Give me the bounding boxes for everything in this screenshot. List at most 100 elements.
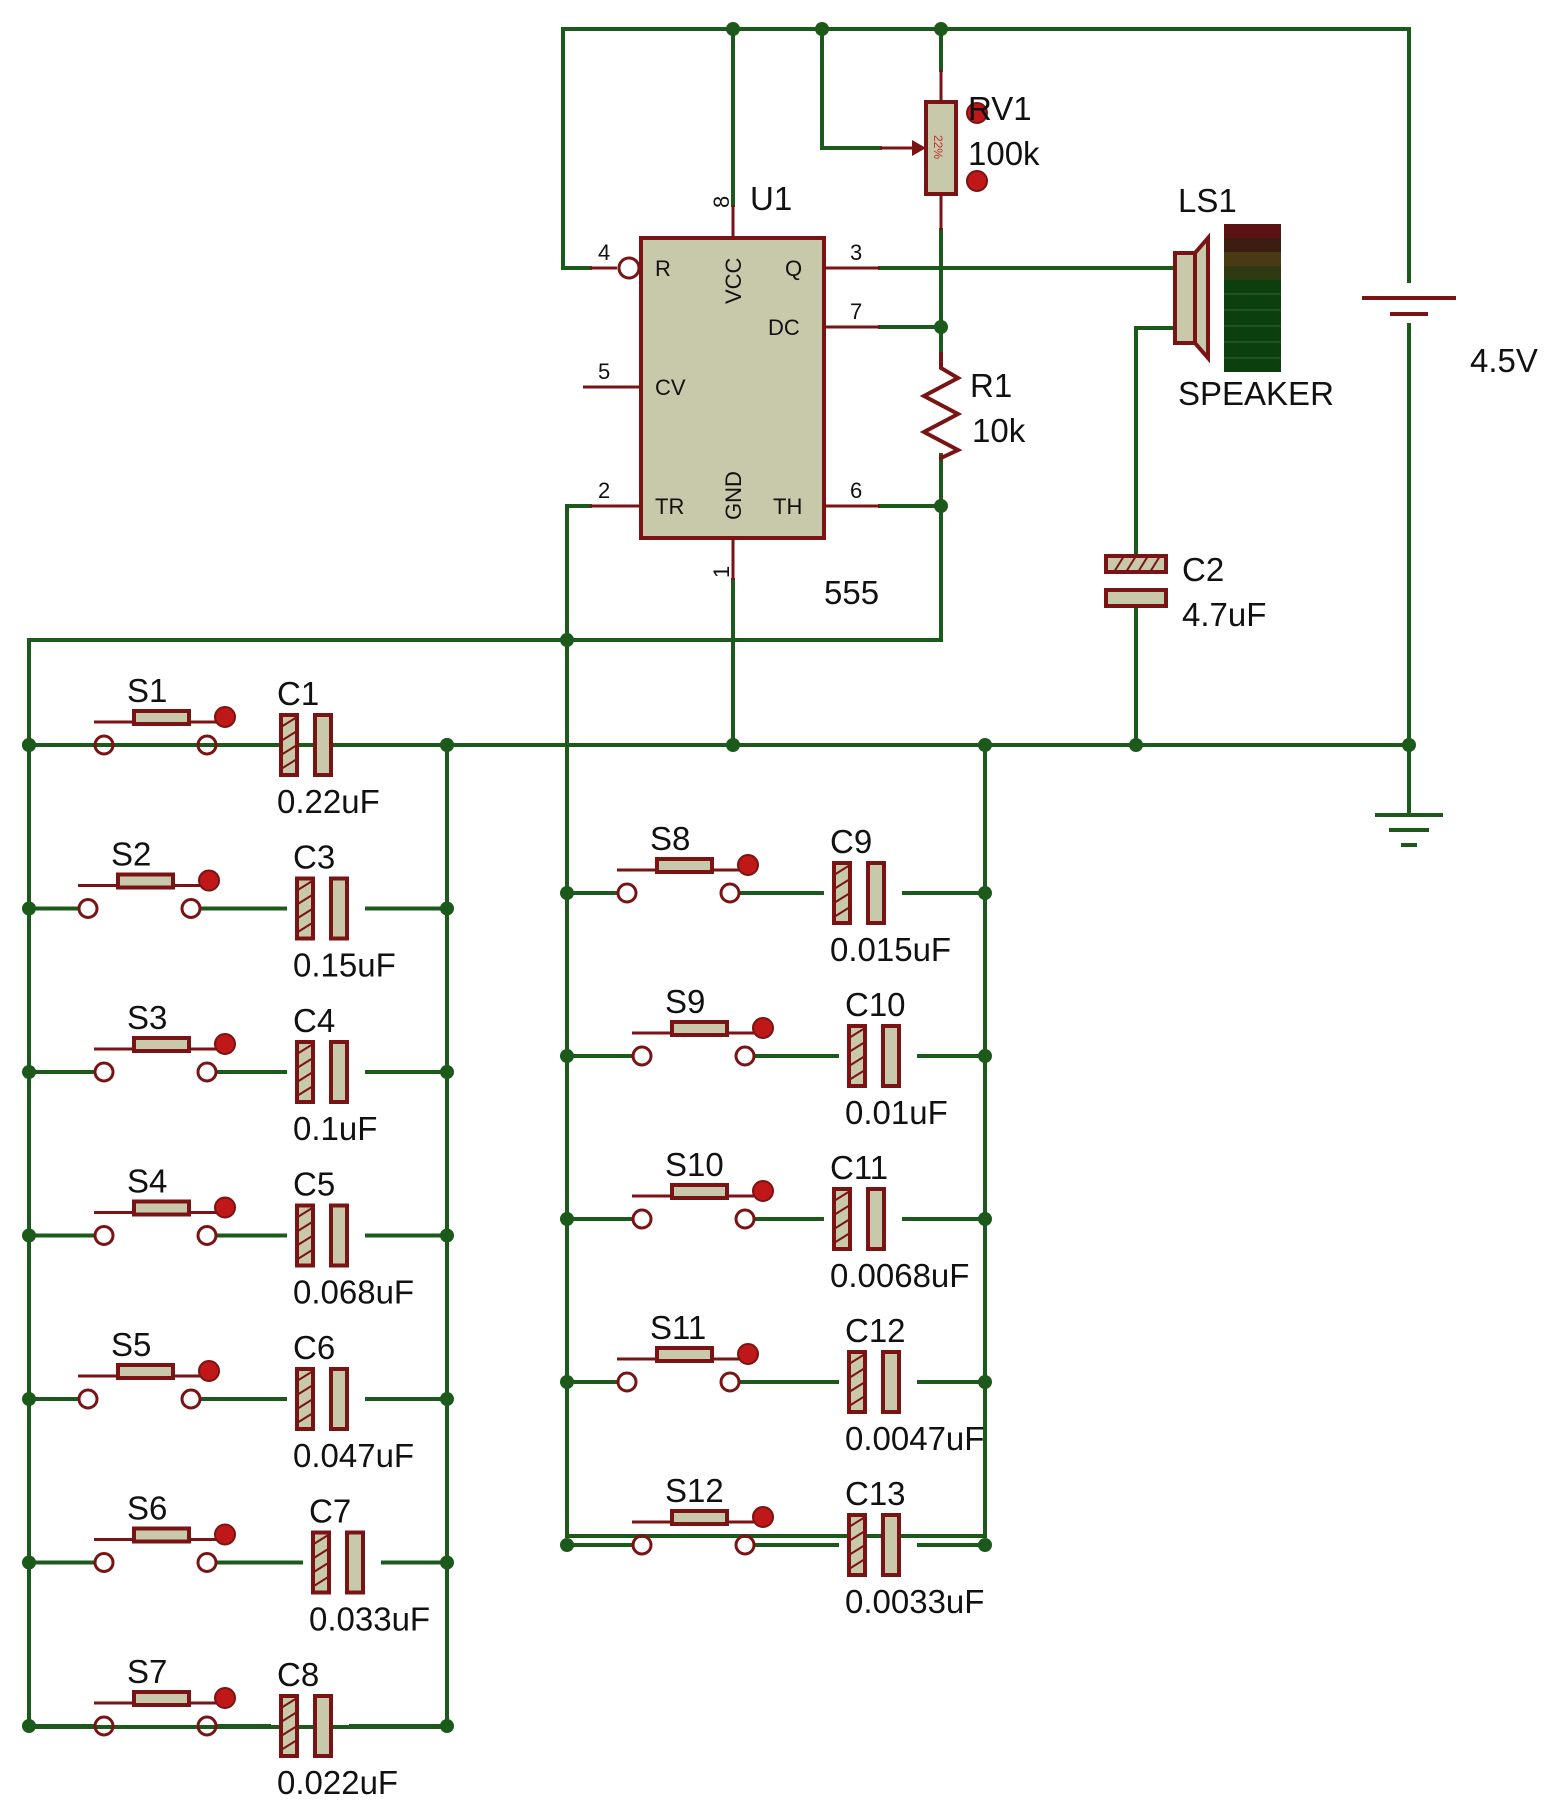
pin-num-th: 6 [850, 478, 862, 503]
pin-num-q: 3 [850, 240, 862, 265]
switch-probe-icon [752, 1506, 774, 1528]
potentiometer-rv1[interactable]: 22% RV1 100k [880, 70, 1040, 230]
capacitor-value-label: 0.01uF [845, 1094, 948, 1131]
pin-name-tr: TR [655, 494, 684, 519]
capacitor-c1[interactable]: C10.22uF [277, 675, 380, 820]
switch-probe-icon [214, 1196, 236, 1219]
rv1-probe-top-icon [966, 102, 988, 124]
timer-u1[interactable]: U1 555 4 8 3 7 5 2 1 6 R VCC Q DC CV TR … [583, 180, 880, 611]
pin-num-vcc: 8 [709, 196, 734, 208]
row-s8: S8 C90.015uF [560, 820, 992, 968]
capacitor-ref-label: C6 [293, 1329, 335, 1366]
capacitor-ref-label: C3 [293, 839, 335, 876]
switch-label: S6 [127, 1490, 167, 1527]
switch-s5[interactable]: S5 [77, 1326, 220, 1410]
capacitor-c11[interactable]: C11 0.0068uF [830, 1149, 969, 1294]
speaker-ls1[interactable]: LS1 SPEAKER [1173, 182, 1334, 412]
capacitor-ref-label: C7 [309, 1493, 351, 1530]
capacitor-c4[interactable]: C40.1uF [293, 1002, 377, 1147]
capacitor-ref-label: C11 [830, 1149, 888, 1186]
switch-s1[interactable]: S1 [93, 672, 236, 756]
switch-s8[interactable]: S8 [616, 820, 759, 904]
switch-label: S3 [127, 999, 167, 1036]
switch-label: S1 [127, 672, 167, 709]
capacitor-value-label: 0.015uF [830, 931, 951, 968]
switch-probe-icon [752, 1017, 774, 1039]
rv1-probe-bottom-icon [966, 170, 988, 192]
switch-s11[interactable]: S11 [616, 1309, 759, 1393]
resistor-r1[interactable]: R1 10k [919, 352, 1026, 462]
switch-probe-icon [752, 1180, 774, 1202]
switch-s10[interactable]: S10 [631, 1146, 774, 1230]
switch-label: S2 [111, 836, 151, 873]
capacitor-c7[interactable]: C70.033uF [309, 1493, 430, 1638]
switch-label: S4 [127, 1163, 167, 1200]
pin-num-dc: 7 [850, 299, 862, 324]
c2-value-label: 4.7uF [1182, 596, 1266, 633]
pin-num-gnd: 1 [709, 566, 734, 578]
capacitor-c8[interactable]: C80.022uF [277, 1656, 398, 1801]
switch-probe-icon [214, 706, 236, 728]
switch-s9[interactable]: S9 [631, 983, 774, 1067]
switch-label: S10 [665, 1146, 724, 1183]
switch-label: S9 [665, 983, 705, 1020]
switch-s4[interactable]: S4 [93, 1163, 236, 1246]
capacitor-value-label: 0.1uF [293, 1110, 377, 1147]
capacitor-value-label: 0.047uF [293, 1437, 414, 1474]
pin-name-q: Q [785, 256, 802, 281]
row-s3: S3 C40.1uF [22, 999, 454, 1147]
switch-label: S7 [127, 1653, 167, 1690]
switch-label: S11 [650, 1309, 706, 1346]
pin-num-tr: 2 [598, 478, 610, 503]
pin-name-cv: CV [655, 375, 686, 400]
ls1-value-label: SPEAKER [1178, 375, 1334, 412]
switch-s6[interactable]: S6 [93, 1490, 236, 1573]
capacitor-c9[interactable]: C90.015uF [830, 823, 951, 968]
capacitor-ref-label: C12 [845, 1312, 906, 1349]
switch-s2[interactable]: S2 [77, 836, 220, 919]
capacitor-c5[interactable]: C50.068uF [293, 1166, 414, 1311]
r1-ref-label: R1 [970, 367, 1012, 404]
top-wiring [27, 27, 1411, 1729]
pin-num-cv: 5 [598, 359, 610, 384]
rv1-ref-label: RV1 [968, 90, 1032, 127]
ground-icon [1375, 813, 1443, 847]
capacitor-c6[interactable]: C6 0.047uF [293, 1329, 414, 1474]
row-s4: S4 C50.068uF [22, 1163, 454, 1311]
capacitor-c13[interactable]: C13 0.0033uF [845, 1475, 984, 1620]
switch-label: S5 [111, 1326, 151, 1363]
ls1-ref-label: LS1 [1178, 182, 1237, 219]
battery[interactable]: 4.5V [1362, 296, 1538, 379]
left-switch-column: S1 C10.22uF S2 C3 0.15uF S3 C40.1uF S4 C50.068uF… [22, 672, 454, 1801]
capacitor-c3[interactable]: C3 0.15uF [293, 839, 396, 984]
speaker-level-meter [1224, 224, 1281, 372]
u1-value-label: 555 [824, 574, 879, 611]
capacitor-ref-label: C13 [845, 1475, 906, 1512]
switch-probe-icon [198, 869, 220, 892]
switch-probe-icon [214, 1687, 236, 1709]
capacitor-ref-label: C5 [293, 1166, 335, 1203]
capacitor-c2[interactable]: C2 4.7uF [1104, 551, 1266, 633]
capacitor-value-label: 0.15uF [293, 947, 396, 984]
capacitor-ref-label: C8 [277, 1656, 319, 1693]
rv1-wiper-readout: 22% [931, 135, 945, 159]
switch-s7[interactable]: S7 [93, 1653, 236, 1737]
row-s12: S12 C13 0.0033uF [560, 1472, 992, 1620]
row-s10: S10 C11 0.0068uF [560, 1146, 992, 1294]
capacitor-value-label: 0.22uF [277, 783, 380, 820]
pin-name-gnd: GND [721, 471, 746, 520]
switch-label: S8 [650, 820, 690, 857]
battery-value-label: 4.5V [1470, 342, 1538, 379]
switch-s3[interactable]: S3 [93, 999, 236, 1083]
switch-probe-icon [198, 1360, 220, 1382]
capacitor-value-label: 0.0033uF [845, 1583, 984, 1620]
switch-s12[interactable]: S12 [631, 1472, 774, 1556]
pin-name-dc: DC [768, 315, 800, 340]
switch-probe-icon [214, 1523, 236, 1546]
capacitor-value-label: 0.0068uF [830, 1257, 969, 1294]
pin-num-r: 4 [598, 240, 610, 265]
